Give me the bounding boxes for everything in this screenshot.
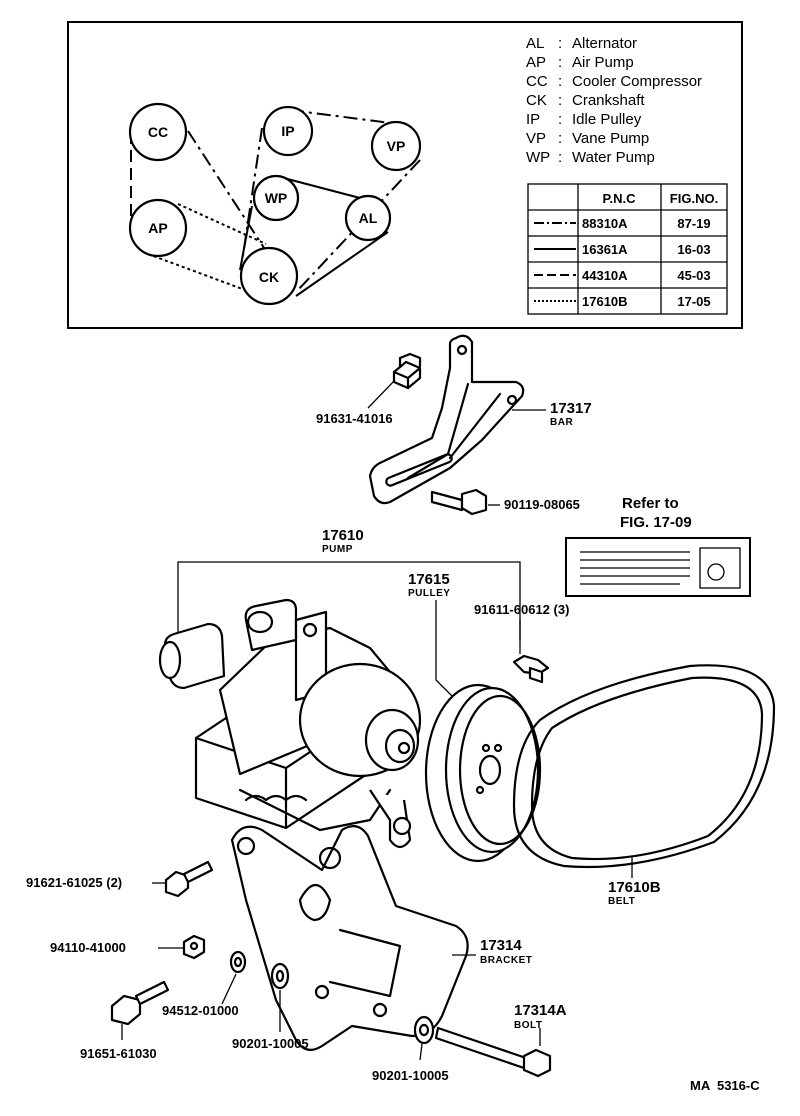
- legend-sep: :: [558, 35, 562, 52]
- drawing-code: MA 5316-C: [690, 1078, 760, 1093]
- pulley-cc: CC: [128, 102, 188, 162]
- legend-sep: :: [558, 92, 562, 109]
- legend-code: IP: [526, 111, 540, 128]
- pulley-17615-icon: [424, 683, 542, 863]
- washer-94512-icon: [229, 950, 247, 974]
- refer-fig-label: FIG. 17-09: [620, 514, 692, 531]
- legend-sep: :: [558, 130, 562, 147]
- part-number-90201-10005-a: 90201-10005: [232, 1036, 309, 1051]
- part-number-17314a: 17314A: [514, 1002, 567, 1019]
- washer-90201-icon: [413, 1015, 435, 1045]
- legend-name: Vane Pump: [572, 130, 649, 147]
- table-header-figno: FIG.NO.: [670, 191, 718, 206]
- leader-17610: [177, 561, 521, 640]
- bolt-91631-icon: [392, 352, 422, 390]
- pulley-label-al: AL: [359, 210, 378, 226]
- washer-90201-icon: [270, 962, 290, 990]
- part-number-94110-41000: 94110-41000: [50, 940, 126, 955]
- part-number-91651-61030: 91651-61030: [80, 1046, 157, 1061]
- legend: AL : Alternator AP : Air Pump CC : Coole…: [526, 35, 702, 166]
- legend-sep: :: [558, 111, 562, 128]
- refer-to-label: Refer to: [622, 495, 679, 512]
- pulley-label-cc: CC: [148, 124, 168, 140]
- table-cell-fig: 87-19: [677, 216, 710, 231]
- pulley-label-ip: IP: [281, 123, 294, 139]
- leader-91631: [367, 379, 396, 409]
- pulley-vp: VP: [370, 120, 422, 172]
- legend-code: CK: [526, 92, 547, 109]
- legend-code: AP: [526, 54, 546, 71]
- part-number-91621-61025: 91621-61025 (2): [26, 875, 122, 890]
- pulley-label-ap: AP: [148, 220, 167, 236]
- legend-sep: :: [558, 54, 562, 71]
- legend-name: Cooler Compressor: [572, 73, 702, 90]
- nut-94110-icon: [182, 934, 206, 960]
- table-header-pnc: P.N.C: [603, 191, 637, 206]
- pulley-wp: WP: [252, 174, 300, 222]
- pulley-ck: CK: [239, 246, 299, 306]
- pulley-ip: IP: [262, 105, 314, 157]
- part-name-belt: BELT: [608, 896, 635, 907]
- bolt-90119-icon: [430, 488, 488, 516]
- pulley-ap: AP: [128, 198, 188, 258]
- bracket-17314-icon: [230, 825, 469, 1051]
- leader-17615: [435, 600, 457, 701]
- part-number-90119-08065: 90119-08065: [504, 497, 580, 512]
- part-number-17314: 17314: [480, 937, 522, 954]
- bolt-91621-icon: [164, 860, 214, 898]
- belt-routing-frame: [67, 21, 743, 329]
- table-cell-pnc: 17610B: [582, 294, 628, 309]
- leader-90201-b: [419, 1043, 423, 1061]
- vane-pump-icon: [158, 598, 422, 849]
- belt-17610b-icon: [512, 664, 776, 869]
- bolt-91611-icon: [512, 654, 550, 684]
- part-name-bar: BAR: [550, 417, 573, 428]
- legend-code: CC: [526, 73, 548, 90]
- part-number-17610b: 17610B: [608, 879, 661, 896]
- legend-name: Water Pump: [572, 149, 655, 166]
- bar-17317-icon: [368, 334, 525, 505]
- leader-94512: [221, 973, 237, 1005]
- caution-label-plate-icon: [565, 537, 751, 597]
- part-name-bracket: BRACKET: [480, 955, 532, 966]
- part-number-17317: 17317: [550, 400, 592, 417]
- part-number-90201-10005-b: 90201-10005: [372, 1068, 449, 1083]
- belt-table: P.N.C FIG.NO. 88310A 87-19 16361A 16-03 …: [527, 183, 728, 315]
- legend-code: AL: [526, 35, 544, 52]
- legend-code: VP: [526, 130, 546, 147]
- legend-name: Alternator: [572, 35, 637, 52]
- legend-code: WP: [526, 149, 550, 166]
- pulley-label-vp: VP: [387, 138, 406, 154]
- bolt-17314a-icon: [434, 1026, 552, 1078]
- legend-sep: :: [558, 73, 562, 90]
- table-cell-pnc: 88310A: [582, 216, 628, 231]
- part-number-94512-01000: 94512-01000: [162, 1003, 239, 1018]
- legend-name: Crankshaft: [572, 92, 645, 109]
- part-name-pulley: PULLEY: [408, 588, 450, 599]
- legend-name: Air Pump: [572, 54, 634, 71]
- table-cell-fig: 17-05: [677, 294, 710, 309]
- part-number-17615: 17615: [408, 571, 450, 588]
- pulley-al: AL: [344, 194, 392, 242]
- pulley-label-wp: WP: [265, 190, 288, 206]
- belt-route-dotted: [147, 203, 267, 295]
- part-number-91611-60612: 91611-60612 (3): [474, 602, 569, 617]
- table-cell-fig: 45-03: [677, 268, 710, 283]
- legend-sep: :: [558, 149, 562, 166]
- table-cell-pnc: 44310A: [582, 268, 628, 283]
- table-cell-pnc: 16361A: [582, 242, 628, 257]
- legend-name: Idle Pulley: [572, 111, 642, 128]
- part-name-pump: PUMP: [322, 544, 353, 555]
- table-cell-fig: 16-03: [677, 242, 710, 257]
- pulley-label-ck: CK: [259, 269, 279, 285]
- part-number-17610: 17610: [322, 527, 364, 544]
- part-number-91631-41016: 91631-41016: [316, 411, 393, 426]
- bolt-91651-icon: [110, 980, 170, 1026]
- part-name-bolt: BOLT: [514, 1020, 542, 1031]
